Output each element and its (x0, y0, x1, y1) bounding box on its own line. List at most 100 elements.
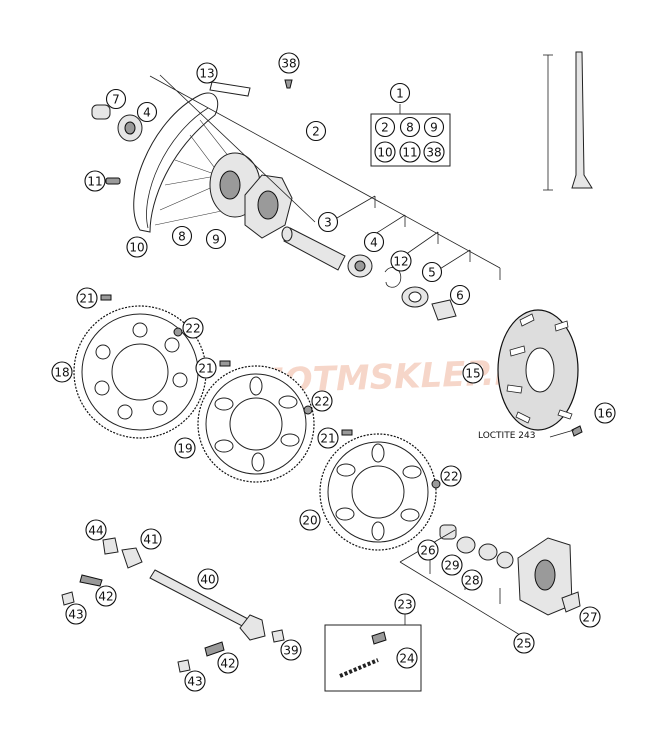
callout-c10: 10 (126, 236, 148, 258)
callout-c6: 6 (449, 284, 471, 306)
loctite-note: LOCTITE 243 (478, 431, 535, 441)
callout-circle (65, 603, 87, 625)
callout-number: 19 (177, 442, 192, 456)
callout-number: 43 (68, 608, 83, 622)
callout-c22a: 22 (182, 317, 204, 339)
sprocket-20 (319, 433, 437, 551)
sprocket-19 (197, 365, 315, 483)
callout-c22b: 22 (311, 390, 333, 412)
callout-c26: 26 (417, 539, 439, 561)
axle-tool (543, 51, 593, 191)
callout-circle (594, 402, 616, 424)
callout-circle (462, 362, 484, 384)
callout-c25: 25 (513, 632, 535, 654)
callout-number: 18 (54, 366, 69, 380)
callout-number: 28 (464, 574, 479, 588)
callout-c42b: 42 (217, 652, 239, 674)
callout-c10b: 10 (374, 141, 396, 163)
callout-number: 25 (516, 637, 531, 651)
valve-38 (284, 79, 293, 89)
callout-number: 44 (88, 524, 103, 538)
callout-c2b: 2 (374, 116, 396, 138)
callout-number: 16 (597, 407, 612, 421)
callout-circle (182, 317, 204, 339)
callout-c7: 7 (105, 88, 127, 110)
circlip (384, 267, 402, 288)
spacer-left (91, 104, 111, 120)
callout-number: 10 (377, 146, 392, 160)
callout-number: 42 (98, 590, 113, 604)
callout-number: 40 (200, 573, 215, 587)
axle-group (61, 537, 285, 673)
callout-number: 20 (302, 514, 317, 528)
callout-c23: 23 (394, 593, 416, 615)
callout-number: 2 (312, 125, 320, 139)
callout-circle (84, 170, 106, 192)
callout-circle (105, 88, 127, 110)
callout-number: 39 (283, 644, 298, 658)
callout-number: 3 (324, 216, 332, 230)
callout-number: 2 (381, 121, 389, 135)
callout-circle (461, 569, 483, 591)
callout-c3: 3 (317, 211, 339, 233)
callout-number: 12 (393, 255, 408, 269)
callout-circle (449, 284, 471, 306)
callout-number: 24 (399, 652, 414, 666)
callout-c15: 15 (462, 362, 484, 384)
callout-circle (389, 82, 411, 104)
rear-wheel-group (91, 74, 501, 321)
callout-c19: 19 (174, 437, 196, 459)
callout-number: 21 (320, 432, 335, 446)
cush-drive-hub (399, 524, 581, 636)
callout-c9: 9 (205, 228, 227, 250)
callout-c27: 27 (579, 606, 601, 628)
callout-circle (399, 116, 421, 138)
callout-circle (126, 236, 148, 258)
callout-number: 21 (79, 292, 94, 306)
callout-c42a: 42 (95, 585, 117, 607)
callout-number: 9 (212, 233, 220, 247)
callout-circle (311, 390, 333, 412)
callout-circle (174, 437, 196, 459)
callout-circle (390, 250, 412, 272)
callout-number: 1 (396, 87, 404, 101)
callout-circle (85, 519, 107, 541)
callout-number: 8 (178, 230, 186, 244)
callout-c21a: 21 (76, 287, 98, 309)
callout-circle (136, 101, 158, 123)
callout-number: 8 (406, 121, 414, 135)
screw-11 (105, 177, 121, 185)
callout-c40: 40 (197, 568, 219, 590)
callout-c2: 2 (305, 120, 327, 142)
callout-number: 15 (465, 367, 480, 381)
callout-number: 29 (444, 559, 459, 573)
callout-circle (441, 554, 463, 576)
sprocket-18 (73, 305, 207, 439)
callout-number: 38 (426, 146, 441, 160)
callout-circle (278, 52, 300, 74)
callout-c39: 39 (280, 639, 302, 661)
callout-circle (197, 568, 219, 590)
callout-circle (171, 225, 193, 247)
callout-c38b: 38 (423, 141, 445, 163)
callout-circle (399, 141, 421, 163)
callout-circle (579, 606, 601, 628)
callout-c24: 24 (396, 647, 418, 669)
callout-c20: 20 (299, 509, 321, 531)
callout-number: 10 (129, 241, 144, 255)
callout-c28: 28 (461, 569, 483, 591)
callout-c9b: 9 (423, 116, 445, 138)
callout-circle (195, 357, 217, 379)
callout-c22c: 22 (440, 465, 462, 487)
callout-circle (513, 632, 535, 654)
callout-c29: 29 (441, 554, 463, 576)
callout-number: 41 (143, 533, 158, 547)
callout-circle (305, 120, 327, 142)
callout-c12: 12 (390, 250, 412, 272)
callout-number: 11 (402, 146, 417, 160)
callout-c18: 18 (51, 361, 73, 383)
callout-number: 13 (199, 67, 214, 81)
callout-circle (184, 670, 206, 692)
callout-number: 43 (187, 675, 202, 689)
